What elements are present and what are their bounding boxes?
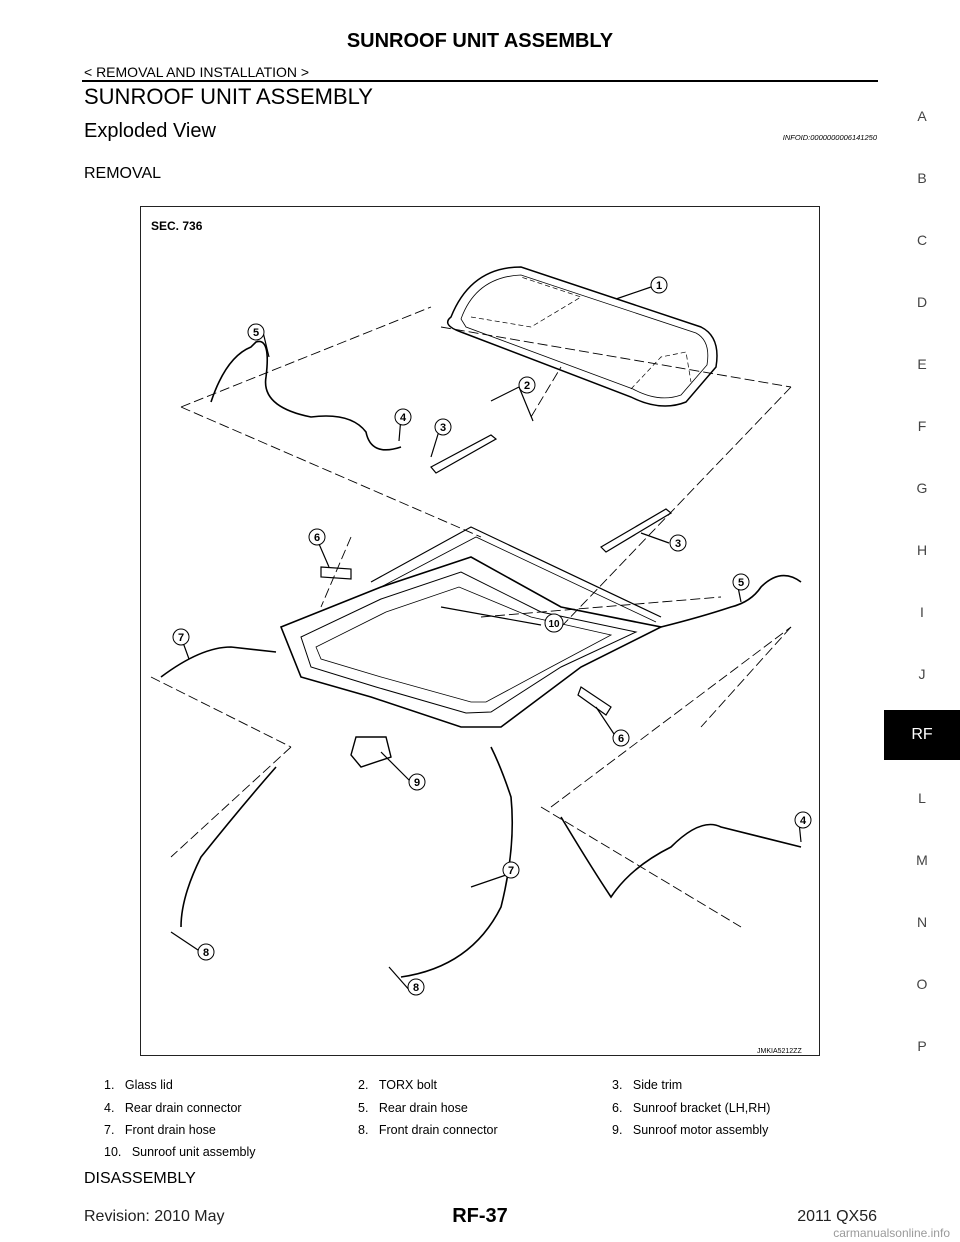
tab-n[interactable]: N [916, 914, 928, 930]
callout-2: 2 [518, 376, 536, 394]
footer-page-number: RF-37 [452, 1205, 508, 1227]
watermark: carmanualsonline.info [833, 1226, 950, 1240]
tab-f[interactable]: F [917, 418, 927, 434]
legend-item-6: 6. Sunroof bracket (LH,RH) [612, 1101, 771, 1115]
callout-5b: 5 [732, 573, 750, 591]
info-id: INFOID:0000000006141250 [782, 133, 877, 142]
svg-text:5: 5 [253, 327, 259, 339]
callout-4b: 4 [794, 811, 812, 829]
page-header-title: SUNROOF UNIT ASSEMBLY [346, 30, 614, 52]
callout-7: 7 [172, 628, 190, 646]
tab-g[interactable]: G [916, 480, 928, 496]
tab-h[interactable]: H [916, 542, 928, 558]
svg-text:3: 3 [675, 538, 681, 550]
tab-p[interactable]: P [917, 1038, 927, 1054]
callout-4: 4 [394, 408, 412, 426]
svg-text:7: 7 [178, 632, 184, 644]
svg-text:3: 3 [440, 422, 446, 434]
legend-item-7: 7. Front drain hose [104, 1123, 216, 1137]
header-divider [82, 80, 878, 82]
svg-text:6: 6 [618, 733, 624, 745]
svg-text:10: 10 [548, 619, 560, 630]
tab-d[interactable]: D [916, 294, 928, 310]
svg-text:2: 2 [524, 380, 530, 392]
sec-number-label: SEC. 736 [151, 219, 203, 233]
callout-7b: 7 [502, 861, 520, 879]
legend-item-8: 8. Front drain connector [358, 1123, 498, 1137]
callout-6b: 6 [612, 729, 630, 747]
svg-text:4: 4 [400, 412, 407, 424]
svg-text:8: 8 [413, 982, 419, 994]
svg-text:4: 4 [800, 815, 807, 827]
legend-item-9: 9. Sunroof motor assembly [612, 1123, 769, 1137]
exploded-view-drawing: SEC. 736 JMKIA5212ZZ 1 2 3 3 4 4 5 5 6 6… [150, 219, 812, 1055]
footer-model: 2011 QX56 [797, 1208, 877, 1225]
exploded-view-figure: SEC. 736 JMKIA5212ZZ 1 2 3 3 4 4 5 5 6 6… [140, 206, 820, 1056]
callout-10: 10 [544, 613, 564, 633]
legend-item-3: 3. Side trim [612, 1078, 683, 1092]
page-header-breadcrumb: < REMOVAL AND INSTALLATION > [84, 64, 310, 80]
legend-item-5: 5. Rear drain hose [358, 1101, 468, 1115]
callout-5: 5 [247, 323, 265, 341]
tab-b[interactable]: B [917, 170, 927, 186]
svg-text:8: 8 [203, 947, 209, 959]
disassembly-heading: DISASSEMBLY [84, 1170, 196, 1187]
callout-3: 3 [434, 418, 452, 436]
footer-revision: Revision: 2010 May [84, 1208, 225, 1225]
tab-m[interactable]: M [916, 852, 928, 868]
callout-6: 6 [308, 528, 326, 546]
callout-8b: 8 [407, 978, 425, 996]
tab-rf[interactable]: RF [884, 710, 960, 760]
callout-3b: 3 [669, 534, 687, 552]
svg-text:1: 1 [656, 280, 662, 292]
figure-code: JMKIA5212ZZ [757, 1048, 802, 1055]
legend-item-10: 10. Sunroof unit assembly [104, 1145, 256, 1159]
tab-l[interactable]: L [918, 790, 926, 806]
callout-1: 1 [650, 276, 668, 294]
section-title: SUNROOF UNIT ASSEMBLY [84, 84, 373, 109]
legend-item-1: 1. Glass lid [104, 1078, 173, 1092]
svg-text:5: 5 [738, 577, 744, 589]
tab-e[interactable]: E [917, 356, 927, 372]
svg-text:7: 7 [508, 865, 514, 877]
section-index-tabs: A B C D E F G H I J RF L M N O P [880, 0, 960, 1242]
legend-item-4: 4. Rear drain connector [104, 1101, 242, 1115]
svg-text:9: 9 [414, 777, 420, 789]
legend-item-2: 2. TORX bolt [358, 1078, 437, 1092]
tab-i[interactable]: I [920, 604, 924, 620]
callout-9: 9 [408, 773, 426, 791]
tab-c[interactable]: C [916, 232, 928, 248]
tab-a[interactable]: A [917, 108, 927, 124]
tab-o[interactable]: O [916, 976, 928, 992]
tab-j[interactable]: J [918, 666, 926, 682]
removal-heading: REMOVAL [84, 165, 162, 182]
svg-text:6: 6 [314, 532, 320, 544]
callout-8: 8 [197, 943, 215, 961]
subsection-title: Exploded View [84, 120, 216, 142]
